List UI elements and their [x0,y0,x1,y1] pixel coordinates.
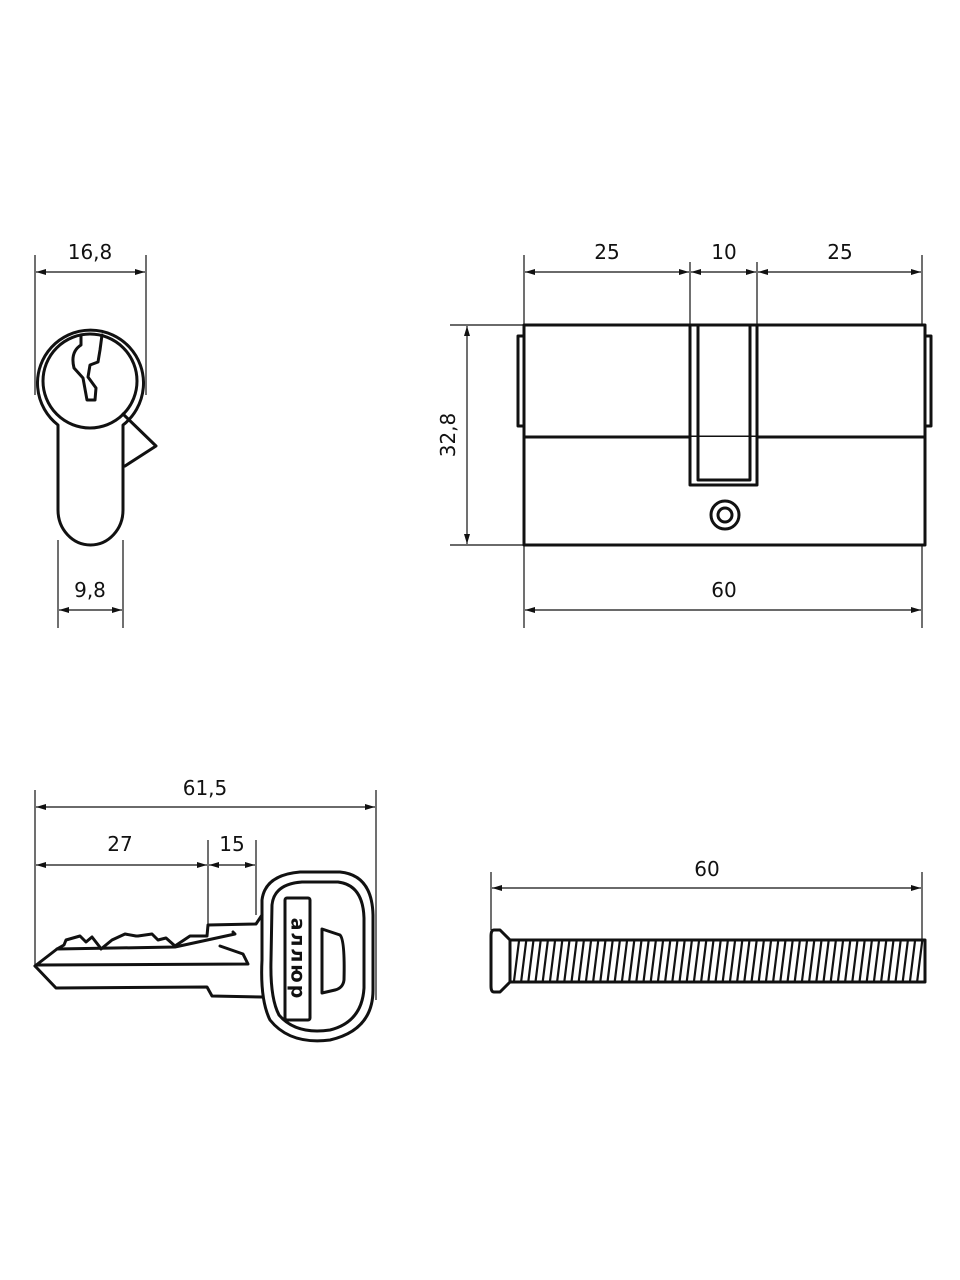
thread-line [512,940,521,982]
plug-circle [41,332,139,430]
screw-head [489,928,512,994]
thread-line [527,940,535,982]
front-view: 16,8 9,8 [34,240,158,628]
thread-line [793,940,801,982]
thread-line [520,940,528,982]
thread-line [887,940,895,982]
thread-line [872,940,881,982]
screw-threads [512,940,924,982]
key-logo: аллюр [287,918,309,1001]
thread-line [563,940,571,982]
thread-line [700,940,708,982]
thread-line [894,940,902,982]
thread-line [592,940,600,982]
thread-line [815,940,823,982]
screw-hole [709,499,741,531]
thread-line [851,940,859,982]
thread-line [664,940,672,982]
dimension-label-left: 25 [594,240,619,264]
dimension-label-key-shoulder: 15 [219,832,244,856]
thread-line [541,940,549,982]
thread-line [800,940,809,982]
key-view: 61,5 27 15 аллюр [33,776,377,1043]
dimension-label-width: 16,8 [68,240,113,264]
thread-line [656,940,665,982]
screw-view: 60 [489,857,927,994]
thread-line [865,940,873,982]
keyway-icon [71,333,104,402]
thread-line [750,940,758,982]
thread-line [822,940,830,982]
thread-line [808,940,816,982]
thread-line [707,940,715,982]
screw-shaft [508,938,927,984]
thread-line [836,940,845,982]
cam-icon [121,412,158,468]
thread-line [721,940,729,982]
thread-line [736,940,744,982]
dimension-label-key-blade: 27 [107,832,132,856]
thread-line [628,940,636,982]
dimension-label-height: 32,8 [436,413,460,458]
thread-line [901,940,909,982]
key-blade [33,913,264,968]
thread-line [613,940,621,982]
dimension-label-screw: 60 [694,857,719,881]
thread-line [916,940,924,982]
thread-line [534,940,542,982]
thread-line [548,940,557,982]
dimension-label-lobe: 9,8 [74,578,106,602]
thread-line [685,940,693,982]
thread-line [570,940,578,982]
thread-line [599,940,607,982]
dimension-label-cam: 10 [711,240,736,264]
thread-line [908,940,917,982]
thread-line [728,940,737,982]
thread-line [880,940,888,982]
thread-line [829,940,837,982]
thread-line [779,940,787,982]
thread-line [858,940,866,982]
key-bow [260,870,375,1043]
thread-line [642,940,650,982]
thread-line [743,940,751,982]
thread-line [577,940,585,982]
thread-line [714,940,722,982]
key-bow-notch [320,927,346,995]
thread-line [635,940,643,982]
thread-line [671,940,679,982]
dimension-label-key-total: 61,5 [183,776,228,800]
thread-line [606,940,614,982]
side-view: 25 10 25 32,8 60 [436,240,933,628]
dimension-label-length: 60 [711,578,736,602]
thread-line [772,940,780,982]
thread-line [786,940,794,982]
thread-line [556,940,564,982]
thread-line [620,940,629,982]
cylinder-profile [36,328,145,547]
thread-line [692,940,701,982]
thread-line [584,940,593,982]
thread-line [764,940,773,982]
dimension-label-right: 25 [827,240,852,264]
thread-line [757,940,765,982]
key-logo-box [283,896,312,1022]
thread-line [649,940,657,982]
thread-line [678,940,686,982]
thread-line [844,940,852,982]
